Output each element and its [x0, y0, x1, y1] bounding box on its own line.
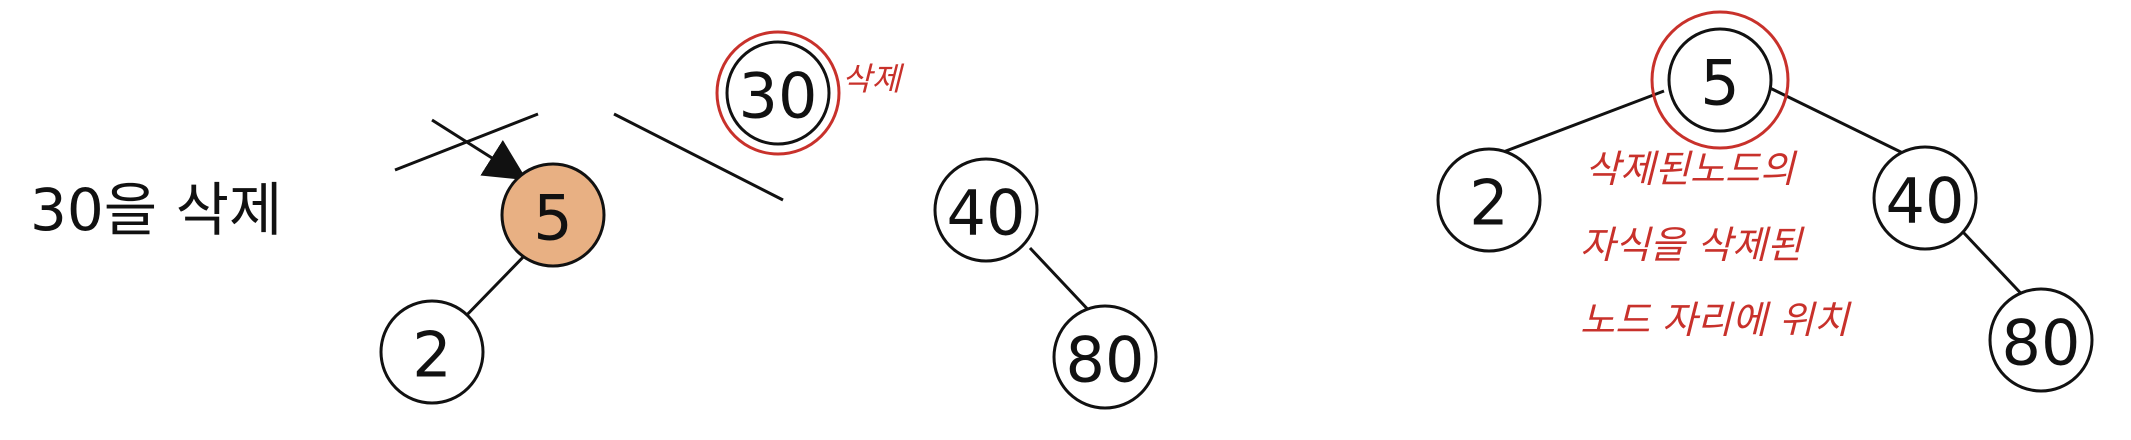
- right-tree: 5 2 40 80 삭제된노드의 자식을 삭제된 노드 자리에 위치: [1436, 10, 2094, 393]
- replaced-marker-ring: [1650, 10, 1790, 150]
- edge-5-2: [458, 248, 532, 324]
- right-node-80-label: 80: [2002, 307, 2081, 380]
- right-node-5-label: 5: [1700, 47, 1739, 120]
- left-node-80: 80: [1052, 304, 1158, 410]
- left-node-2-label: 2: [412, 319, 451, 392]
- right-node-5: 5: [1667, 27, 1773, 133]
- left-node-5-label: 5: [533, 182, 572, 255]
- left-node-5: 5: [500, 162, 606, 268]
- edge-5-2-right: [1497, 89, 1665, 156]
- right-node-2-label: 2: [1469, 167, 1508, 240]
- left-node-30-label: 30: [739, 60, 818, 133]
- left-node-40: 40: [933, 157, 1039, 263]
- caption-text: 30을 삭제: [30, 176, 282, 244]
- explanation-line-1: 삭제된노드의: [1585, 147, 1798, 191]
- edge-40-80: [1028, 246, 1097, 319]
- edge-40-80-right: [1961, 230, 2032, 305]
- edge-30-40: [613, 112, 784, 202]
- edge-5-40-right: [1769, 86, 1910, 158]
- left-tree: 30 삭제 5 40 2 80: [379, 30, 1158, 410]
- deleted-marker-ring: [715, 30, 841, 156]
- pointer-arrow: [431, 118, 528, 181]
- right-node-40-label: 40: [1886, 165, 1965, 238]
- explanation-line-3: 노드 자리에 위치: [1580, 298, 1852, 342]
- left-node-2: 2: [379, 299, 485, 405]
- right-node-80: 80: [1988, 287, 2094, 393]
- left-node-40-label: 40: [947, 177, 1026, 250]
- right-node-40: 40: [1872, 145, 1978, 251]
- delete-note: 삭제: [842, 60, 904, 98]
- left-node-30: 30: [725, 40, 831, 146]
- right-node-2: 2: [1436, 147, 1542, 253]
- explanation-line-2: 자식을 삭제된: [1580, 223, 1805, 267]
- left-node-80-label: 80: [1066, 324, 1145, 397]
